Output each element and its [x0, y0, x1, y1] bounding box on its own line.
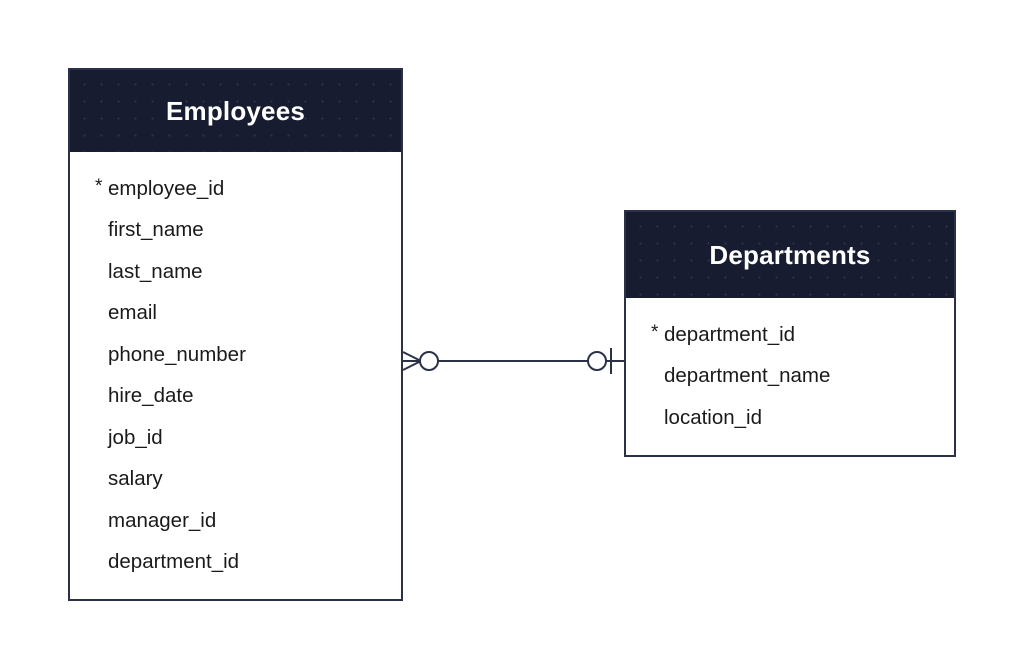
- field-row[interactable]: last_name: [108, 251, 401, 293]
- field-row[interactable]: email: [108, 293, 401, 335]
- field-row[interactable]: department_id: [108, 542, 401, 584]
- field-label: department_id: [664, 322, 796, 346]
- field-row[interactable]: phone_number: [108, 334, 401, 376]
- field-label: last_name: [108, 259, 203, 283]
- field-label: email: [108, 301, 157, 324]
- field-label: salary: [108, 467, 163, 490]
- field-row[interactable]: job_id: [108, 417, 401, 459]
- optional-circle-icon: [419, 351, 439, 371]
- entity-employees-header: Employees: [70, 70, 401, 152]
- field-label: first_name: [108, 218, 204, 241]
- cardinality-symbol-zero-or-one: [587, 348, 612, 374]
- cardinality-symbol-zero-or-many: [402, 351, 439, 371]
- field-row[interactable]: first_name: [108, 210, 401, 252]
- entity-departments-title: Departments: [709, 240, 871, 270]
- entity-employees-title: Employees: [165, 96, 306, 126]
- field-row[interactable]: hire_date: [108, 376, 401, 418]
- field-label: location_id: [664, 405, 763, 429]
- field-label: employee_id: [108, 176, 225, 200]
- field-row[interactable]: manager_id: [108, 500, 401, 542]
- field-label: department_id: [108, 550, 240, 573]
- entity-departments[interactable]: Departments * department_id department_n…: [624, 210, 956, 457]
- entity-departments-header: Departments: [626, 212, 954, 298]
- field-row[interactable]: location_id: [664, 397, 954, 439]
- field-row[interactable]: * employee_id: [95, 168, 401, 210]
- primary-key-icon: *: [95, 176, 103, 197]
- field-row[interactable]: * department_id: [651, 314, 954, 356]
- entity-departments-field-list: * department_id department_name location…: [626, 298, 954, 439]
- field-label: phone_number: [108, 342, 246, 366]
- entity-employees[interactable]: Employees * employee_id first_name last_…: [68, 68, 403, 601]
- entity-employees-field-list: * employee_id first_name last_name email…: [70, 152, 401, 583]
- field-label: job_id: [108, 425, 163, 449]
- optional-circle-icon: [587, 351, 607, 371]
- field-row[interactable]: department_name: [664, 356, 954, 398]
- field-row[interactable]: salary: [108, 459, 401, 501]
- crows-foot-prong-lower: [402, 360, 422, 371]
- field-label: manager_id: [108, 508, 217, 532]
- field-label: department_name: [664, 364, 831, 387]
- field-label: hire_date: [108, 384, 194, 407]
- primary-key-icon: *: [651, 322, 659, 343]
- crows-foot-prong-upper: [402, 351, 422, 362]
